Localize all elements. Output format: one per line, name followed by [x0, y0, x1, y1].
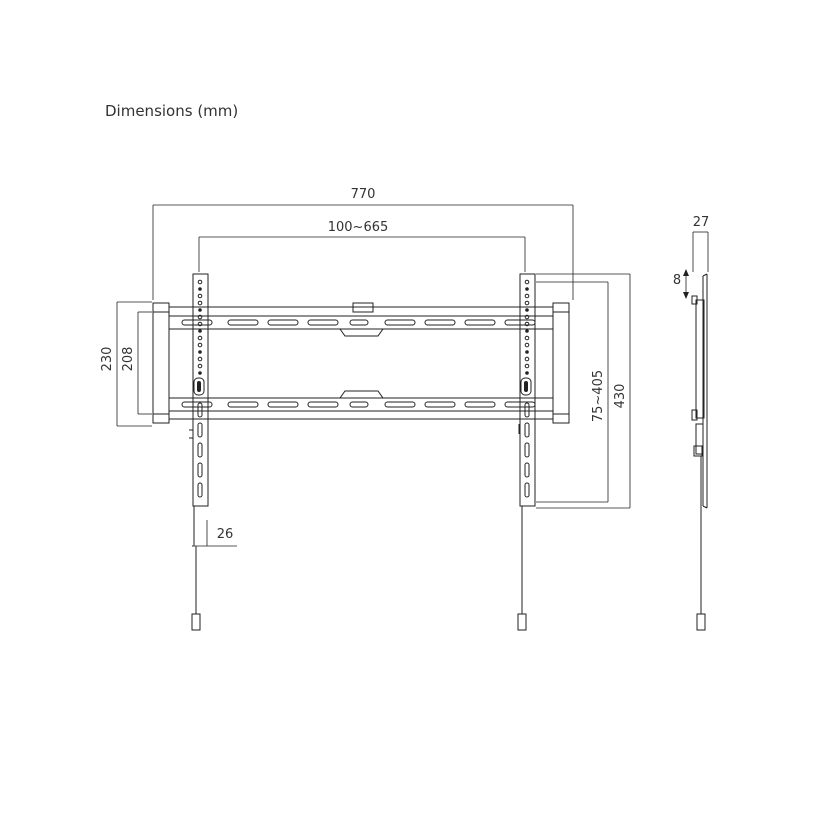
right-arm	[517, 273, 536, 631]
arm-slot	[524, 462, 530, 478]
dimension-vesa-width: 100~665	[198, 220, 526, 272]
dimension-tilt-gap: 8	[673, 269, 689, 299]
arm-hole	[197, 335, 203, 341]
wall-plate-right-end	[552, 302, 570, 424]
dimension-overall-height-left: 230	[100, 301, 152, 427]
right-safety-cord-end	[517, 613, 527, 631]
rail-slot	[227, 401, 259, 408]
arm-hole	[525, 350, 529, 354]
rail-slot	[384, 319, 416, 326]
arm-hole	[197, 293, 203, 299]
arm-hole	[524, 335, 530, 341]
rail-slot	[227, 319, 259, 326]
arm-hole	[198, 371, 202, 375]
rail-slot	[267, 401, 299, 408]
rail-slot	[384, 401, 416, 408]
dimension-overall-width: 770	[152, 187, 574, 300]
dimension-bracket-height: 208	[121, 311, 152, 415]
arm-width-label: 26	[217, 527, 234, 542]
arm-hole	[198, 350, 202, 354]
arm-hole	[524, 363, 530, 369]
top-rail	[168, 302, 554, 337]
arm-height-label: 430	[613, 384, 628, 409]
rail-slot	[424, 401, 456, 408]
rail-slot	[181, 401, 213, 408]
arm-hole	[197, 279, 203, 285]
arm-hole	[197, 321, 203, 327]
arm-hole	[525, 371, 529, 375]
top-rail-center-tab	[352, 302, 374, 313]
page-title: Dimensions (mm)	[105, 102, 239, 120]
arm-hole	[197, 314, 203, 320]
rail-slot	[349, 401, 369, 408]
rail-slot	[349, 319, 369, 326]
arm-hole	[197, 356, 203, 362]
arm-slot	[197, 442, 203, 458]
arm-hole	[524, 314, 530, 320]
arm-hole	[197, 300, 203, 306]
arm-slot	[524, 422, 530, 438]
bottom-rail	[168, 390, 554, 420]
rail-slot	[267, 319, 299, 326]
tilt-gap-label: 8	[673, 273, 681, 288]
wall-plate-left-end	[152, 302, 170, 424]
arm-slot	[524, 482, 530, 498]
rail-slot	[464, 319, 496, 326]
rail-slot	[181, 319, 213, 326]
vesa-height-label: 75~405	[591, 370, 606, 422]
rail-slot	[424, 319, 456, 326]
arm-hole	[525, 287, 529, 291]
arm-hole	[524, 293, 530, 299]
arm-hole	[524, 342, 530, 348]
dimension-arm-height: 430	[536, 273, 631, 509]
arm-slot	[524, 442, 530, 458]
arm-slot	[524, 402, 530, 418]
arm-slot	[197, 402, 203, 418]
overall-width-label: 770	[351, 187, 376, 202]
arm-hole	[198, 329, 202, 333]
arm-hole	[524, 356, 530, 362]
vesa-width-label: 100~665	[328, 220, 389, 235]
side-profile	[691, 273, 708, 631]
arm-hole	[524, 321, 530, 327]
arm-hole	[525, 329, 529, 333]
rail-slot	[307, 401, 339, 408]
rail-slot	[307, 319, 339, 326]
arm-hole	[197, 363, 203, 369]
arm-hole	[197, 342, 203, 348]
left-safety-cord-end	[191, 613, 201, 631]
depth-label: 27	[693, 215, 710, 230]
arm-hole	[198, 287, 202, 291]
arm-slot	[197, 462, 203, 478]
side-view: 27 8	[673, 215, 710, 631]
dimension-depth: 27	[692, 215, 710, 272]
dimension-vesa-height: 75~405	[536, 281, 609, 503]
arm-hole	[524, 279, 530, 285]
arm-hole	[198, 308, 202, 312]
front-view: 770 100~665 230 208 75~405	[100, 187, 631, 631]
dimension-arm-width: 26	[192, 520, 237, 547]
rail-slot	[464, 401, 496, 408]
arm-hole	[525, 308, 529, 312]
overall-height-left-label: 230	[100, 347, 115, 372]
arm-hole	[524, 300, 530, 306]
bracket-height-label: 208	[121, 347, 136, 372]
arm-slot	[197, 422, 203, 438]
side-safety-cord-end	[696, 613, 706, 631]
left-arm	[189, 273, 209, 631]
arm-slot	[197, 482, 203, 498]
